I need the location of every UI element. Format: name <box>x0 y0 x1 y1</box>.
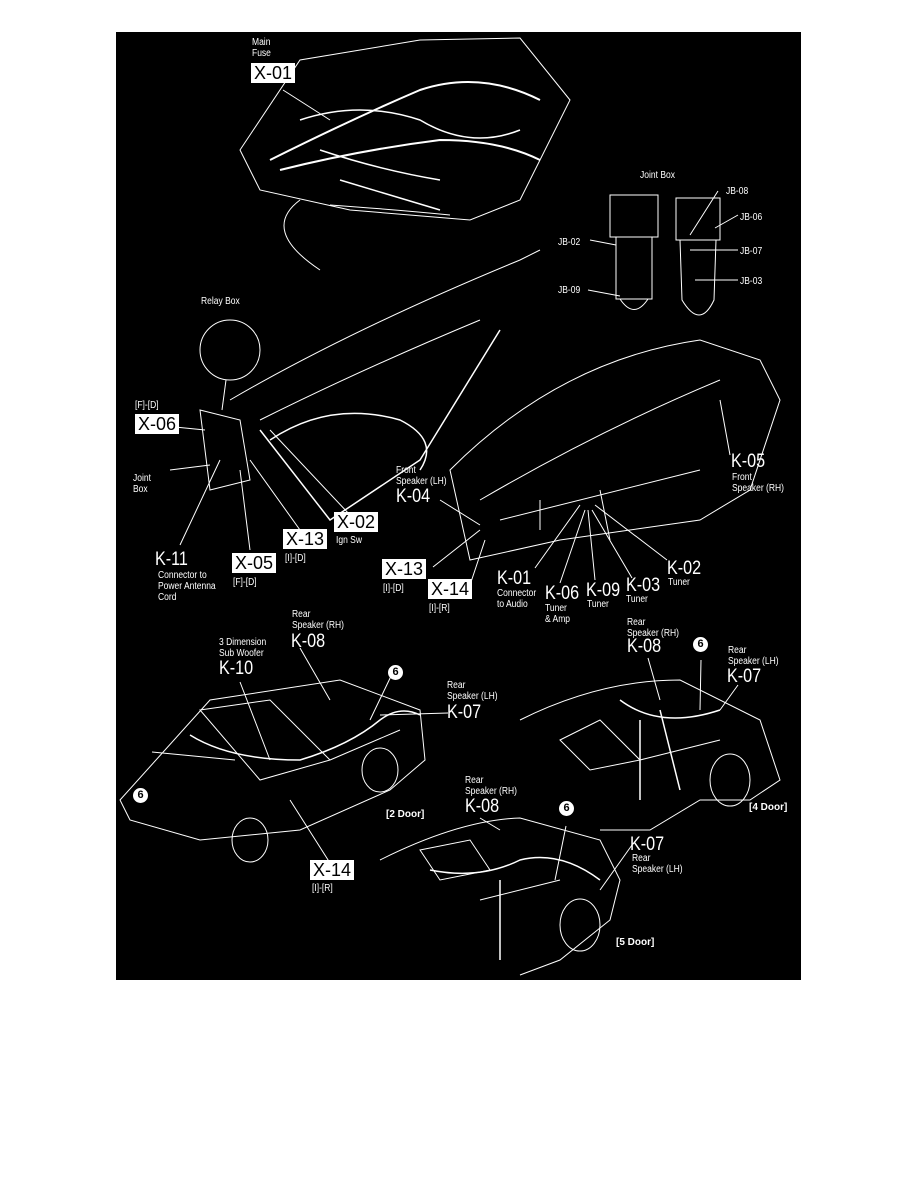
ground-point-6-icon: 6 <box>693 637 708 652</box>
k05-description: Front Speaker (RH) <box>732 472 784 494</box>
connector-k11-code: K-11 <box>155 549 188 570</box>
connector-x14-tag: X-14 <box>428 579 473 599</box>
connector-k08-code-5door: K-08 <box>465 796 500 817</box>
joint-box-title: Joint Box <box>640 170 675 181</box>
x06-location: [F]-[D] <box>135 400 159 411</box>
jb08-label: JB-08 <box>726 186 749 197</box>
connector-k02-code: K-02 <box>667 558 702 579</box>
four-door-car-drawing <box>519 657 781 831</box>
x02-description: Ign Sw <box>336 535 362 546</box>
variant-5-door-label: [5 Door] <box>616 937 655 948</box>
k07-description-2door: Rear Speaker (LH) <box>447 680 498 702</box>
dashboard-harness-drawing <box>169 249 541 551</box>
k08-description-4door: Rear Speaker (RH) <box>627 617 679 639</box>
five-door-car-drawing <box>379 817 633 976</box>
connector-k03-code: K-03 <box>626 575 661 596</box>
connector-x05-tag: X-05 <box>232 553 277 573</box>
x13-location-ip: [I]-[D] <box>383 583 404 594</box>
engine-bay-harness-drawing <box>239 37 571 271</box>
joint-box-detail-drawing <box>587 190 739 316</box>
jb07-label: JB-07 <box>740 246 763 257</box>
connector-x13-tag-ip: X-13 <box>382 559 427 579</box>
connector-x13-tag: X-13 <box>283 529 328 549</box>
ground-point-6-icon: 6 <box>388 665 403 680</box>
x13-location: [I]-[D] <box>285 553 306 564</box>
k04-description: Front Speaker (LH) <box>396 465 447 487</box>
joint-box-label: Joint Box <box>133 473 151 495</box>
jb03-label: JB-03 <box>740 276 763 287</box>
k08-description-5door: Rear Speaker (RH) <box>465 775 517 797</box>
k02-description: Tuner <box>668 577 690 588</box>
connector-x01-tag: X-01 <box>251 63 296 83</box>
connector-k07-code-5door: K-07 <box>630 834 665 855</box>
main-fuse-label: Main Fuse <box>252 37 271 59</box>
x14-location: [I]-[R] <box>429 603 450 614</box>
k10-description: 3 Dimension Sub Woofer <box>219 637 267 659</box>
variant-2-door-label: [2 Door] <box>386 809 425 820</box>
k01-description: Connector to Audio <box>497 588 537 610</box>
connector-k07-code-4door: K-07 <box>727 666 762 687</box>
ground-point-6-icon: 6 <box>133 788 148 803</box>
instrument-panel-drawing <box>432 339 781 586</box>
connector-x02-tag: X-02 <box>334 512 379 532</box>
jb02-label: JB-02 <box>558 237 581 248</box>
variant-4-door-label: [4 Door] <box>749 802 788 813</box>
jb06-label: JB-06 <box>740 212 763 223</box>
connector-k08-code-4door: K-08 <box>627 636 662 657</box>
x05-location: [F]-[D] <box>233 577 257 588</box>
connector-x06-tag: X-06 <box>135 414 180 434</box>
k07-description-5door: Rear Speaker (LH) <box>632 853 683 875</box>
k06-description: Tuner & Amp <box>545 603 571 625</box>
connector-k10-code: K-10 <box>219 658 254 679</box>
connector-k08-code-2door: K-08 <box>291 631 326 652</box>
two-door-car-drawing <box>119 647 449 864</box>
connector-k01-code: K-01 <box>497 568 532 589</box>
ground-point-6-icon: 6 <box>559 801 574 816</box>
connector-k05-code: K-05 <box>731 451 766 472</box>
k09-description: Tuner <box>587 599 609 610</box>
k08-description-2door: Rear Speaker (RH) <box>292 609 344 631</box>
k11-description: Connector to Power Antenna Cord <box>158 570 216 603</box>
jb09-label: JB-09 <box>558 285 581 296</box>
connector-k09-code: K-09 <box>586 580 621 601</box>
k03-description: Tuner <box>626 594 648 605</box>
x14-location-2door: [I]-[R] <box>312 883 333 894</box>
connector-k06-code: K-06 <box>545 583 580 604</box>
connector-k07-code-2door: K-07 <box>447 702 482 723</box>
connector-x14-tag-2door: X-14 <box>310 860 355 880</box>
k07-description-4door: Rear Speaker (LH) <box>728 645 779 667</box>
relay-box-label: Relay Box <box>201 296 240 307</box>
connector-k04-code: K-04 <box>396 486 431 507</box>
